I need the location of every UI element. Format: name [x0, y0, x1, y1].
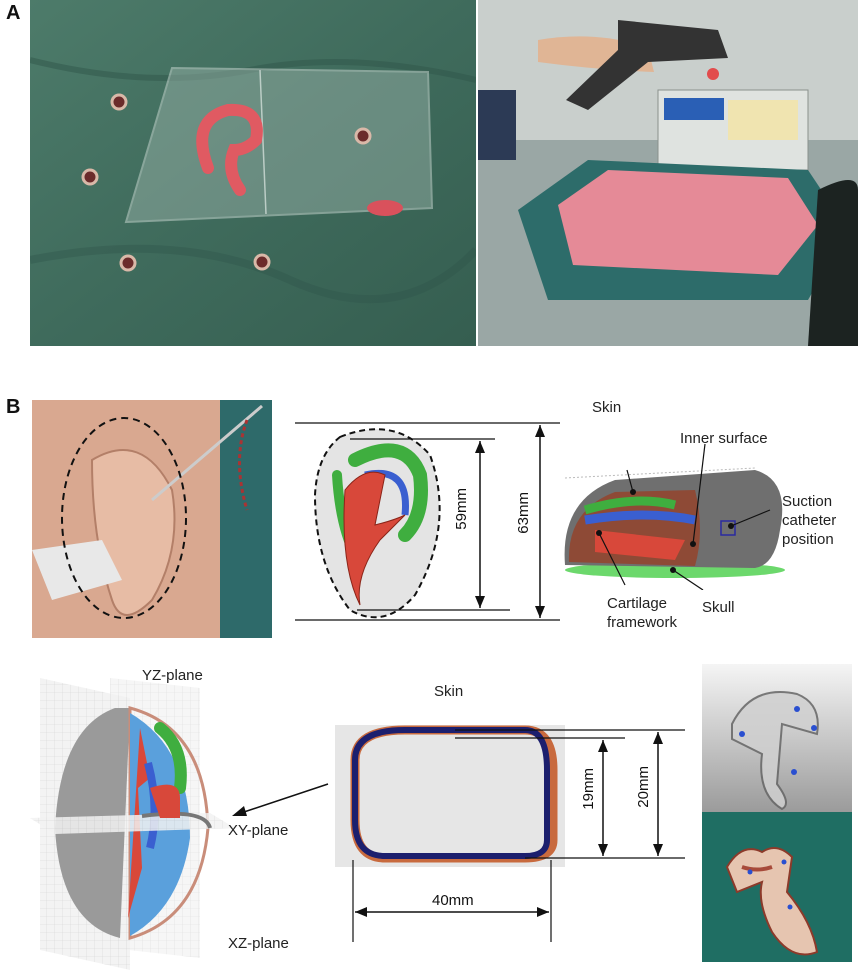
cartilage-photo [702, 812, 852, 962]
panel-letter-b: B [6, 396, 21, 418]
photo-scanner-operating-room [478, 0, 858, 346]
dimension-59mm: 59mm [453, 488, 470, 530]
label-suction-line1: Suction [782, 493, 833, 510]
label-yz-plane: YZ-plane [142, 667, 203, 684]
photo-ear-patient [32, 400, 272, 638]
label-skull: Skull [702, 599, 735, 616]
panel-letter-a: A [6, 2, 21, 24]
sectioned-model-planes [30, 668, 235, 970]
label-cartilage-line1: Cartilage [607, 595, 668, 612]
label-suction-line3: position [782, 531, 834, 548]
label-xy-plane: XY-plane [228, 822, 289, 839]
ear-model-diagram [295, 415, 590, 630]
arrow-left-icon [228, 780, 333, 820]
dimension-19mm: 19mm [580, 768, 597, 810]
dimension-20mm: 20mm [635, 766, 652, 808]
dimension-40mm: 40mm [432, 892, 474, 909]
cartilage-render [702, 664, 852, 812]
dimension-63mm: 63mm [515, 492, 532, 534]
label-skin-top: Skin [592, 399, 622, 416]
skin-model-3d [555, 440, 790, 590]
photo-drape-bag [30, 0, 476, 346]
label-xz-plane: XZ-plane [228, 935, 289, 952]
label-cartilage-line2: framework [607, 614, 678, 631]
label-skin-section: Skin [434, 683, 464, 700]
label-suction-line2: catheter [782, 512, 837, 529]
skin-cross-section [335, 720, 685, 945]
label-inner-surface: Inner surface [680, 430, 768, 447]
